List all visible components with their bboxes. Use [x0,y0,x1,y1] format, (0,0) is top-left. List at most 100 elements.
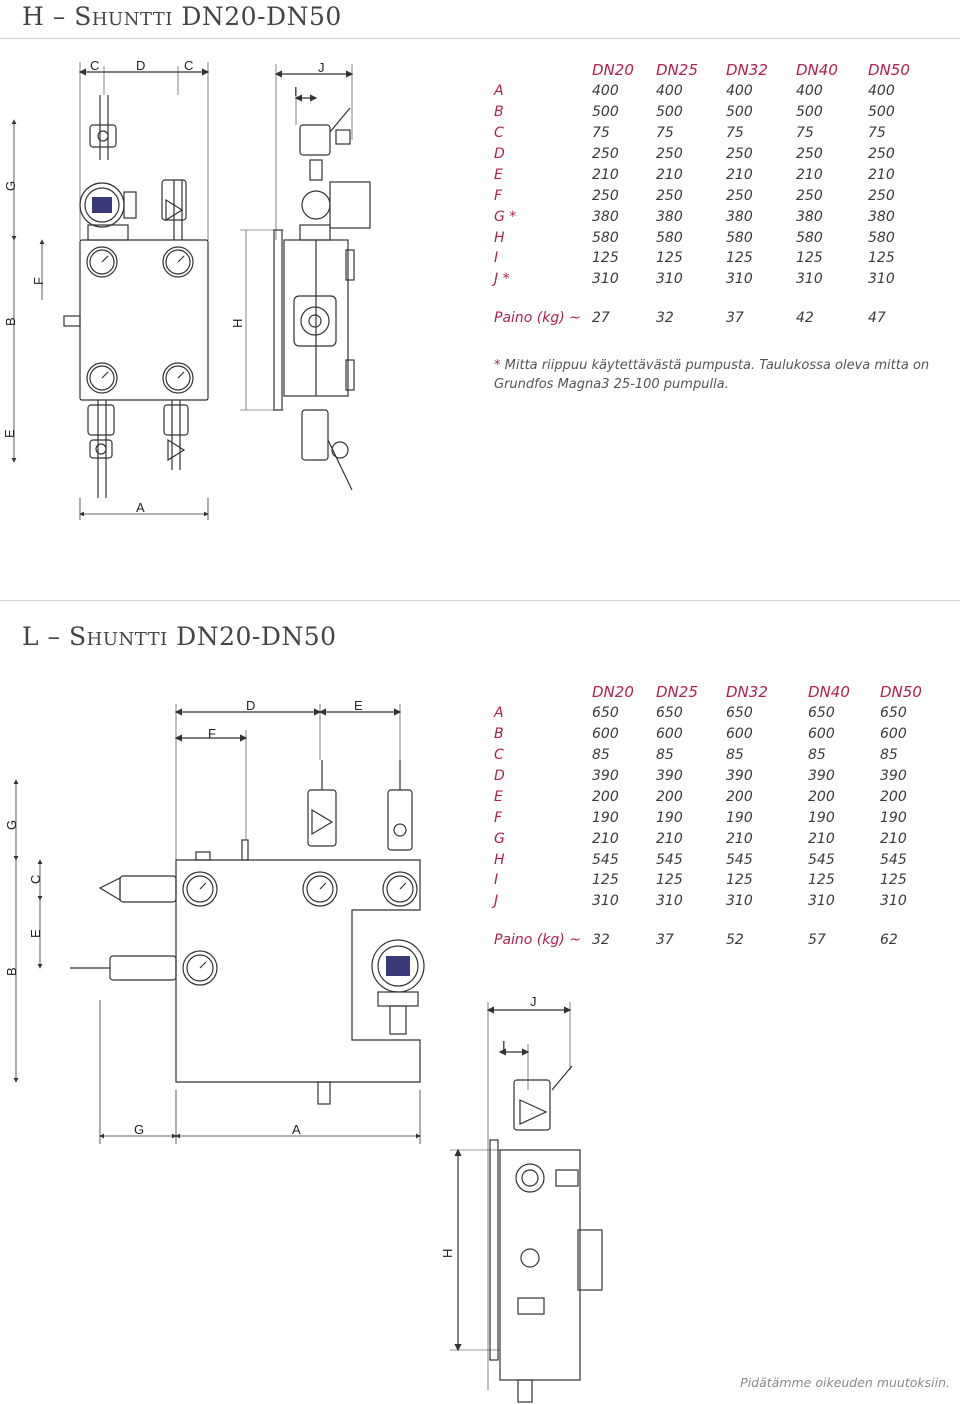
table-cell: 85 [808,747,826,764]
weight-cell: 32 [656,310,674,327]
table-cell: 250 [656,187,683,204]
dim-h-b: B [3,317,18,326]
table-cell: 75 [868,125,886,142]
table-cell: 125 [808,872,835,889]
footer-disclaimer: Pidätämme oikeuden muutoksiin. [740,1375,950,1390]
weight-cell: 52 [726,932,744,949]
table-cell: 500 [726,104,753,121]
table-cell: 250 [796,146,823,162]
table-cell: 390 [726,768,753,784]
dim-h-j: J [318,60,325,75]
row-label: E [494,788,503,805]
table-cell: 650 [726,705,753,722]
table-cell: 650 [656,705,683,722]
dim-h-g: G [3,181,18,191]
table-cell: 75 [726,125,744,142]
table-cell: 600 [656,726,683,743]
table-cell: 600 [808,726,835,743]
table-cell: 250 [592,187,619,204]
table-cell: 390 [880,768,907,784]
table-cell: 125 [868,250,895,267]
table-cell: 500 [592,104,619,121]
table-cell: 190 [726,809,753,826]
table-cell: 500 [868,104,895,121]
l-front-view [70,704,425,1105]
table-cell: 210 [592,166,619,183]
table-cell: 400 [796,83,823,100]
row-label: B [494,726,504,743]
table-cell: 580 [796,229,823,246]
table-cell: 545 [656,851,683,868]
table-cell: 190 [808,809,835,826]
table-cell: 250 [868,187,895,204]
table-cell: 125 [592,250,619,267]
table-cell: 545 [726,851,753,868]
section-h-title: H – Shuntti DN20-DN50 [22,2,342,31]
weight-cell: 32 [592,932,610,949]
row-label: B [494,104,504,121]
table-cell: 400 [868,83,895,100]
dim-h-f: F [31,277,46,285]
table-cell: 85 [726,747,744,764]
table-cell: 210 [880,830,907,847]
row-label: J * [494,271,510,288]
table-cell: 250 [726,146,753,162]
h-table-header: DN20 DN25 DN32 DN40 DN50 [494,60,928,81]
table-cell: 400 [592,83,619,100]
weight-cell: 57 [808,932,826,949]
dim-h-a: A [136,500,145,515]
table-cell: 310 [656,893,683,910]
dim-l-a: A [292,1122,301,1137]
dim-h-i: I [294,84,298,99]
table-cell: 250 [868,146,895,162]
table-cell: 545 [808,851,835,868]
weight-cell: 37 [726,310,744,327]
table-cell: 380 [592,208,619,225]
row-label: G * [494,208,517,225]
table-cell: 210 [808,830,835,847]
weight-label: Paino (kg) ~ [494,310,581,327]
table-cell: 250 [726,187,753,204]
table-cell: 310 [808,893,835,910]
section-l-divider [0,600,960,601]
weight-cell: 47 [868,310,886,327]
dim-l-i: I [502,1038,506,1053]
table-cell: 400 [656,83,683,100]
dim-h-c1: C [90,58,99,73]
dim-l-c: C [28,875,43,884]
table-cell: 125 [880,872,907,889]
dim-l-f: F [208,726,216,741]
weight-cell: 37 [656,932,674,949]
h-col-dn32: DN32 [726,61,768,80]
table-cell: 380 [796,208,823,225]
row-label: A [494,83,504,100]
table-cell: 125 [726,250,753,267]
table-cell: 310 [592,893,619,910]
table-cell: 85 [656,747,674,764]
weight-cell: 42 [796,310,814,327]
l-col-dn50: DN50 [880,683,922,702]
row-label: J [494,893,499,910]
dim-h-c2: C [184,58,193,73]
table-cell: 125 [726,872,753,889]
dim-h-e: E [2,429,17,438]
row-label: F [494,187,503,204]
h-side-view [240,64,371,491]
table-cell: 500 [796,104,823,121]
table-cell: 200 [592,788,619,805]
table-cell: 210 [796,166,823,183]
